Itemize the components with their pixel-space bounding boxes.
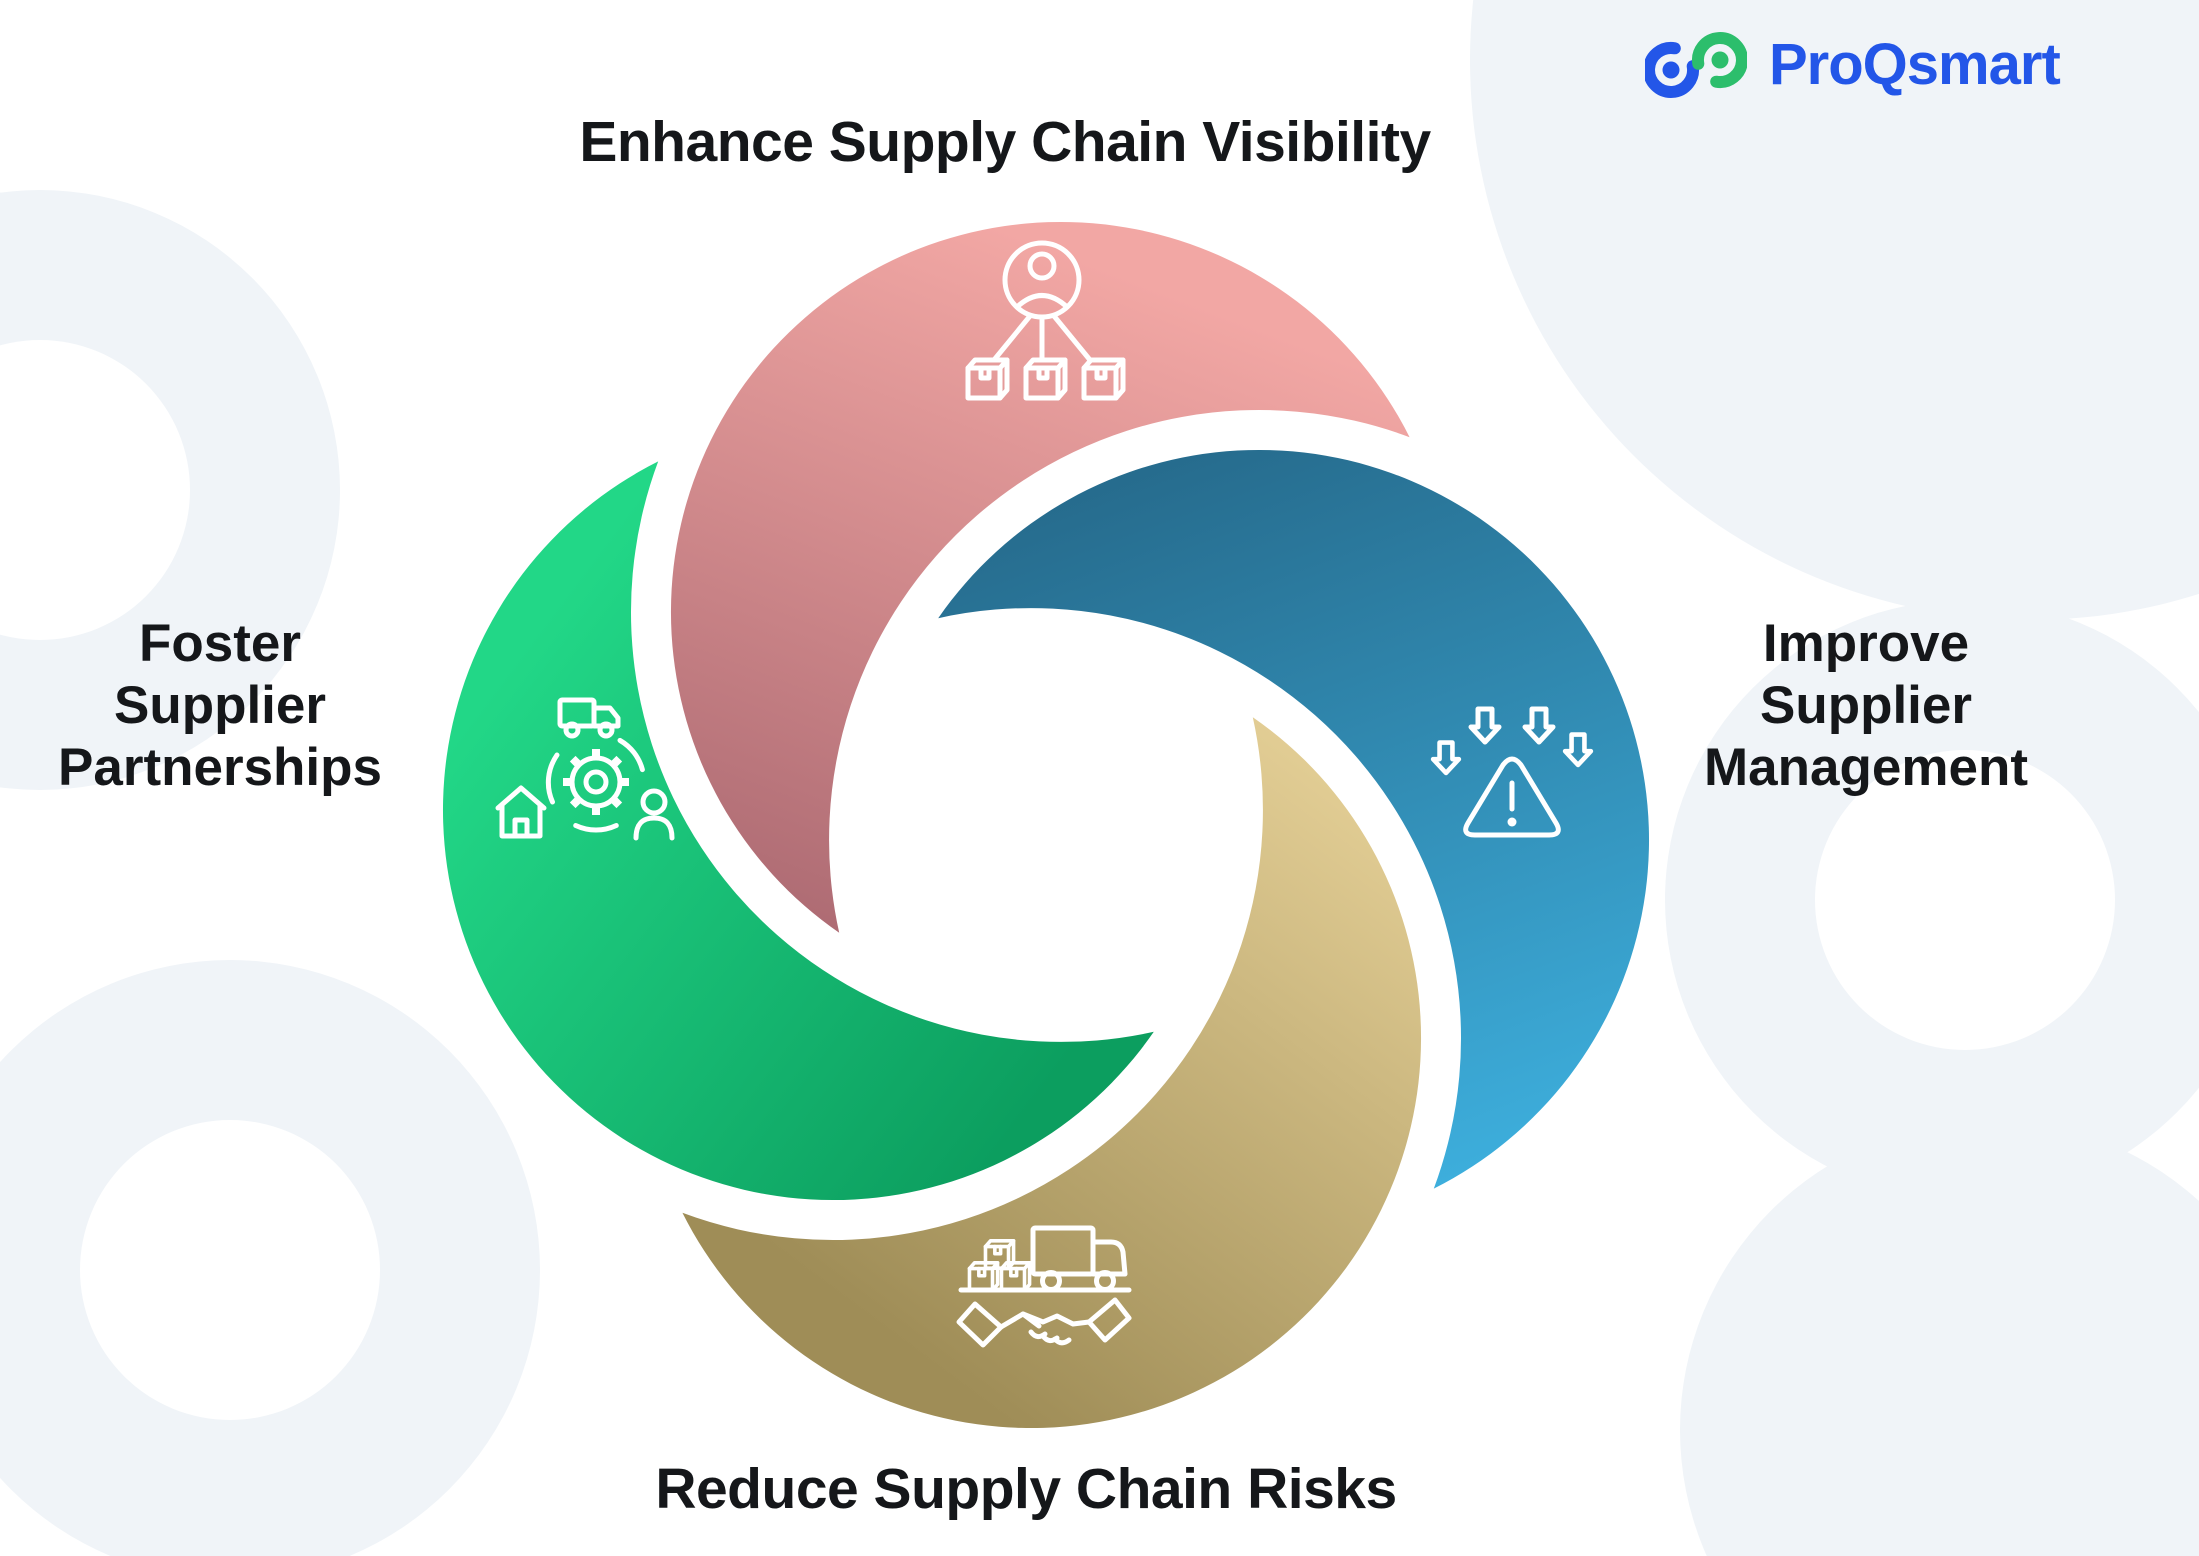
label-enhance-visibility: Enhance Supply Chain Visibility <box>579 110 1431 174</box>
blade-partnerships <box>443 461 1154 1201</box>
label-line: Supplier <box>113 676 327 735</box>
supply-cycle-icon <box>495 697 675 841</box>
label-improve-management: Improve Supplier Management <box>1704 613 2028 799</box>
supplier-network-icon <box>968 240 1123 398</box>
logo-ring-green-icon <box>1691 32 1747 89</box>
logo-mark <box>1645 32 1747 98</box>
blade-visibility <box>670 221 1410 933</box>
label-reduce-risks: Reduce Supply Chain Risks <box>655 1457 1397 1521</box>
blade-management <box>938 449 1649 1189</box>
label-line: Management <box>1704 738 2028 797</box>
logistics-handshake-icon <box>956 1225 1132 1348</box>
pinwheel <box>443 221 1649 1429</box>
risk-arrows-icon <box>1433 709 1591 838</box>
brand-logo: ProQsmart <box>1645 24 2061 104</box>
label-foster-partnerships: Foster Supplier Partnerships <box>58 613 382 799</box>
label-line: Foster <box>139 614 301 673</box>
label-line: Supplier <box>1759 676 1973 735</box>
label-line: Partnerships <box>57 738 383 797</box>
logo-text: ProQsmart <box>1769 31 2061 97</box>
blade-risks <box>682 717 1422 1429</box>
logo-ring-blue-icon <box>1645 41 1700 98</box>
label-line: Improve <box>1762 614 1970 673</box>
